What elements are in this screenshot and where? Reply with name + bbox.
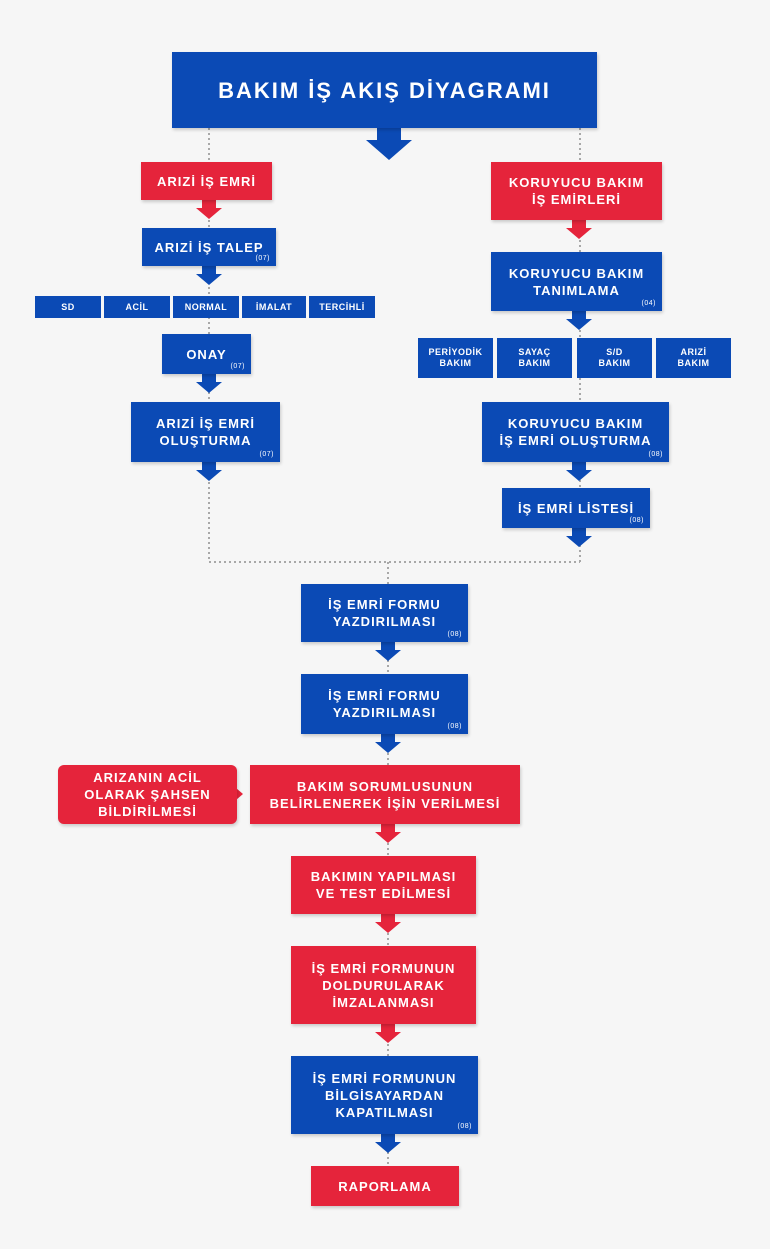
- node-arizanin-acil-bildirilmesi: ARIZANIN ACİL OLARAK ŞAHSEN BİLDİRİLMESİ: [58, 765, 237, 824]
- node-koruyucu-bakim-is-emirleri: KORUYUCU BAKIM İŞ EMİRLERİ: [491, 162, 662, 220]
- arrow-blue: [375, 734, 401, 753]
- option-sayac-bakim: SAYAÇ BAKIM: [497, 338, 572, 378]
- node-line2: İŞ EMRİ OLUŞTURMA: [499, 433, 652, 448]
- option-label: NORMAL: [184, 301, 228, 312]
- node-line2: OLUŞTURMA: [159, 433, 252, 448]
- option-tercihli: TERCİHLİ: [309, 296, 375, 318]
- node-line1: İŞ EMRİ FORMUNUN: [311, 960, 456, 976]
- node-koruyucu-bakim-tanimlama: KORUYUCU BAKIM TANIMLAMA (04): [491, 252, 662, 311]
- arrow-red-right: [236, 788, 243, 800]
- node-code: (08): [629, 517, 644, 524]
- option-label: İMALAT: [255, 301, 293, 312]
- arrow-red: [375, 914, 401, 933]
- node-line2: TANIMLAMA: [533, 282, 620, 298]
- option-line2: BAKIM: [598, 358, 631, 368]
- node-code: (07): [259, 451, 274, 458]
- title-text: BAKIM İŞ AKIŞ DİYAGRAMI: [218, 77, 551, 103]
- node-line1: İŞ EMRİ FORMUNUN: [312, 1070, 457, 1086]
- node-line2: YAZDIRILMASI: [332, 705, 437, 720]
- node-line1: KORUYUCU BAKIM: [508, 265, 645, 281]
- arrow-blue: [196, 374, 222, 393]
- option-acil: ACİL: [104, 296, 170, 318]
- node-line1: ARIZANIN ACİL: [93, 770, 202, 785]
- node-line1: KORUYUCU BAKIM: [507, 416, 644, 431]
- arrow-red: [196, 200, 222, 219]
- node-raporlama: RAPORLAMA: [311, 1166, 459, 1206]
- node-line1: ARIZİ İŞ EMRİ: [156, 416, 255, 431]
- node-line3: İMZALANMASI: [332, 994, 435, 1010]
- arrow-blue: [566, 462, 592, 481]
- diagram-title: BAKIM İŞ AKIŞ DİYAGRAMI: [172, 52, 597, 128]
- node-line2: YAZDIRILMASI: [332, 614, 437, 629]
- arrow-blue: [375, 642, 401, 661]
- option-label: SD: [61, 301, 75, 312]
- flow-arrows: [196, 200, 592, 1153]
- node-bakimin-yapilmasi: BAKIMIN YAPILMASI VE TEST EDİLMESİ: [291, 856, 476, 914]
- node-code: (07): [230, 363, 245, 370]
- node-line1: BAKIMIN YAPILMASI: [310, 869, 457, 884]
- node-label: RAPORLAMA: [338, 1178, 432, 1194]
- node-onay: ONAY (07): [162, 334, 251, 374]
- option-periyodik-bakim: PERİYODİK BAKIM: [418, 338, 493, 378]
- node-line2: BİLGİSAYARDAN: [325, 1087, 444, 1103]
- arrow-red: [566, 220, 592, 239]
- option-line1: SAYAÇ: [518, 347, 551, 357]
- option-line2: BAKIM: [518, 358, 551, 368]
- node-bakim-sorumlusunun-belirlenmesi: BAKIM SORUMLUSUNUN BELİRLENEREK İŞİN VER…: [250, 765, 520, 824]
- option-label: ACİL: [125, 301, 149, 312]
- node-code: (08): [447, 631, 462, 638]
- option-normal: NORMAL: [173, 296, 239, 318]
- node-line3: KAPATILMASI: [335, 1104, 434, 1120]
- node-code: (08): [447, 723, 462, 730]
- node-koruyucu-bakim-is-emri-olusturma: KORUYUCU BAKIM İŞ EMRİ OLUŞTURMA (08): [482, 402, 669, 462]
- arrow-red: [375, 824, 401, 843]
- option-line1: S/D: [606, 347, 623, 357]
- node-arizi-is-emri-olusturma: ARIZİ İŞ EMRİ OLUŞTURMA (07): [131, 402, 280, 462]
- option-line2: BAKIM: [439, 358, 472, 368]
- option-line2: BAKIM: [677, 358, 710, 368]
- arrow-blue: [196, 462, 222, 481]
- option-sd-bakim: S/D BAKIM: [577, 338, 652, 378]
- node-is-emri-formu-yazdirilmasi-2: İŞ EMRİ FORMU YAZDIRILMASI (08): [301, 674, 468, 734]
- node-is-emri-formunun-doldurulmasi: İŞ EMRİ FORMUNUN DOLDURULARAK İMZALANMAS…: [291, 946, 476, 1024]
- node-code: (04): [641, 300, 656, 307]
- node-line2: İŞ EMİRLERİ: [531, 192, 621, 207]
- node-is-emri-formunun-kapatilmasi: İŞ EMRİ FORMUNUN BİLGİSAYARDAN KAPATILMA…: [291, 1056, 478, 1134]
- node-is-emri-listesi: İŞ EMRİ LİSTESİ (08): [502, 488, 650, 528]
- option-line1: ARIZİ: [680, 347, 707, 357]
- node-line2: BELİRLENEREK İŞİN VERİLMESİ: [269, 795, 501, 811]
- option-line1: PERİYODİK: [428, 347, 483, 357]
- arrow-red: [375, 1024, 401, 1043]
- option-label: TERCİHLİ: [319, 301, 365, 312]
- node-line1: İŞ EMRİ FORMU: [328, 597, 441, 612]
- title-down-arrow: [366, 128, 412, 160]
- arrow-blue: [196, 266, 222, 285]
- node-is-emri-formu-yazdirilmasi-1: İŞ EMRİ FORMU YAZDIRILMASI (08): [301, 584, 468, 642]
- node-line2: OLARAK ŞAHSEN: [84, 787, 211, 802]
- node-line2: VE TEST EDİLMESİ: [315, 886, 452, 901]
- node-code: (08): [457, 1123, 472, 1130]
- node-arizi-is-talep: ARIZİ İŞ TALEP (07): [142, 228, 276, 266]
- option-imalat: İMALAT: [242, 296, 306, 318]
- node-label: ARIZİ İŞ TALEP: [154, 239, 264, 255]
- node-line1: İŞ EMRİ FORMU: [328, 688, 441, 703]
- node-arizi-is-emri: ARIZİ İŞ EMRİ: [141, 162, 272, 200]
- node-code: (07): [255, 255, 270, 262]
- node-label: ONAY: [186, 346, 227, 362]
- arrow-blue: [566, 528, 592, 547]
- option-sd: SD: [35, 296, 101, 318]
- node-label: ARIZİ İŞ EMRİ: [157, 173, 256, 189]
- node-line1: BAKIM SORUMLUSUNUN: [296, 778, 474, 794]
- arrow-blue: [566, 311, 592, 330]
- arrow-blue: [375, 1134, 401, 1153]
- node-line3: BİLDİRİLMESİ: [98, 804, 197, 819]
- node-line1: KORUYUCU BAKIM: [508, 175, 645, 190]
- node-line2: DOLDURULARAK: [322, 977, 445, 993]
- node-code: (08): [648, 451, 663, 458]
- option-arizi-bakim: ARIZİ BAKIM: [656, 338, 731, 378]
- node-label: İŞ EMRİ LİSTESİ: [517, 500, 635, 516]
